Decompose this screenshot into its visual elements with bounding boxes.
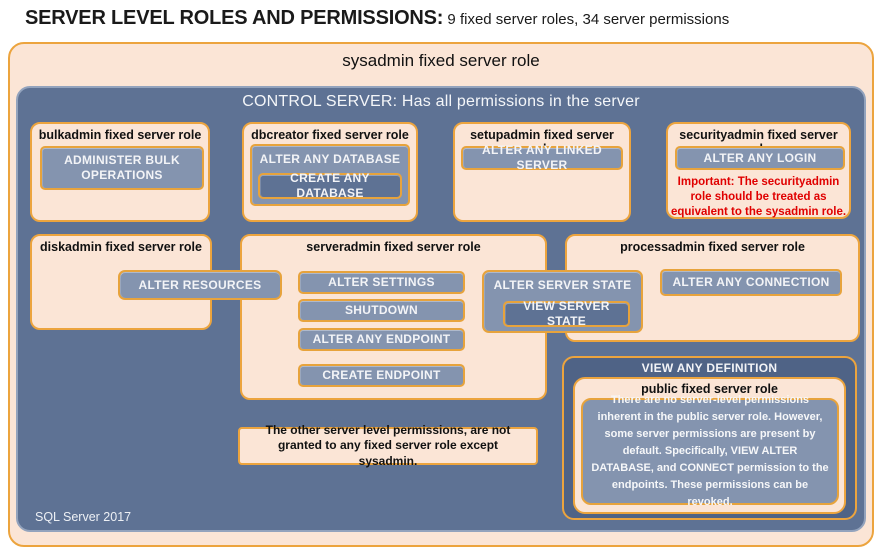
sysadmin-role-label: sysadmin fixed server role — [342, 51, 540, 70]
serveradmin-role-title: serveradmin fixed server role — [306, 240, 481, 254]
diskadmin-role-title: diskadmin fixed server role — [40, 240, 202, 254]
securityadmin-warning-text: Important: The securityadmin role should… — [670, 176, 847, 219]
view-any-definition-label: VIEW ANY DEFINITION — [641, 361, 778, 375]
permission-alter-resources: ALTER RESOURCES — [118, 270, 282, 300]
permission-alter-any-login: ALTER ANY LOGIN — [675, 146, 845, 170]
bulkadmin-role-title: bulkadmin fixed server role — [38, 128, 202, 142]
permission-alter-any-linked-server: ALTER ANY LINKED SERVER — [461, 143, 623, 172]
setupadmin-role-box: setupadmin fixed server role — [453, 122, 631, 222]
control-server-label: CONTROL SERVER: Has all permissions in t… — [242, 93, 640, 110]
permission-administer-bulk-operations: ADMINISTER BULK OPERATIONS — [40, 146, 204, 190]
permission-create-any-database: CREATE ANY DATABASE — [258, 171, 402, 200]
permission-shutdown: SHUTDOWN — [298, 299, 465, 322]
securityadmin-role-box: securityadmin fixed server role — [666, 122, 851, 219]
sql-server-version-label: SQL Server 2017 — [35, 510, 132, 524]
dbcreator-role-title: dbcreator fixed server role — [251, 128, 409, 142]
processadmin-role-title: processadmin fixed server role — [620, 240, 805, 254]
other-permissions-note: The other server level permissions, are … — [238, 423, 538, 468]
permission-alter-any-connection: ALTER ANY CONNECTION — [660, 269, 842, 296]
public-role-description: There are no server-level permissions in… — [581, 394, 839, 508]
public-role-title: public fixed server role — [641, 382, 778, 396]
permission-alter-settings: ALTER SETTINGS — [298, 271, 465, 294]
permission-create-endpoint: CREATE ENDPOINT — [298, 364, 465, 387]
page-title-sub: 9 fixed server roles, 34 server permissi… — [443, 11, 730, 28]
page-title-main: SERVER LEVEL ROLES AND PERMISSIONS: — [25, 7, 444, 29]
permission-alter-any-endpoint: ALTER ANY ENDPOINT — [298, 328, 465, 351]
permission-alter-server-state-label: ALTER SERVER STATE — [493, 278, 632, 292]
page-title: SERVER LEVEL ROLES AND PERMISSIONS: 9 fi… — [25, 7, 729, 30]
permission-alter-any-database-label: ALTER ANY DATABASE — [259, 152, 401, 166]
permission-view-server-state: VIEW SERVER STATE — [503, 299, 630, 328]
